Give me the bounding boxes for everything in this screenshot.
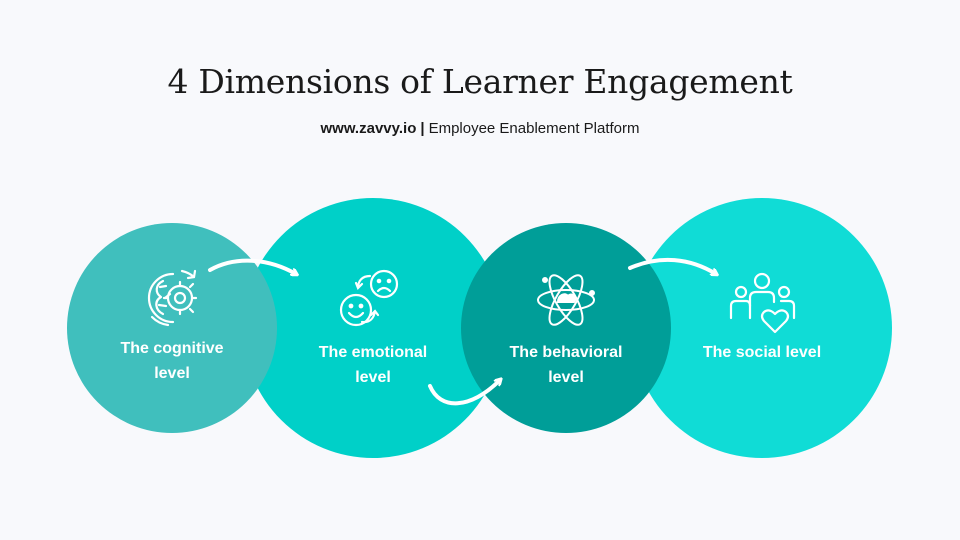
arrow-behavioral-to-social [628,257,716,274]
behavioral-level-circle [461,223,671,433]
cognitive-level-label: The cognitive level [120,340,224,382]
arrow-emotional-to-behavioral [428,380,500,406]
website-url[interactable]: www.zavvy.io [320,120,417,137]
page-title: 4 Dimensions of Learner Engagement [167,62,793,101]
emotional-level-circle [243,198,503,458]
subtitle: www.zavvy.io|Employee Enablement Platfor… [0,120,960,137]
emotional-level-label: The emotional level [318,344,428,386]
atom-icon [537,274,595,326]
social-level-label: The social level [702,344,822,361]
arrow-cognitive-to-emotional [208,258,296,274]
behavioral-level-label: The behavioral level [509,344,623,386]
emotion-faces-icon [339,269,399,327]
tagline: Employee Enablement Platform [428,120,640,137]
separator: | [420,120,425,137]
brain-gear-icon [147,269,198,327]
cognitive-level-circle [67,223,277,433]
people-heart-icon [729,272,796,334]
